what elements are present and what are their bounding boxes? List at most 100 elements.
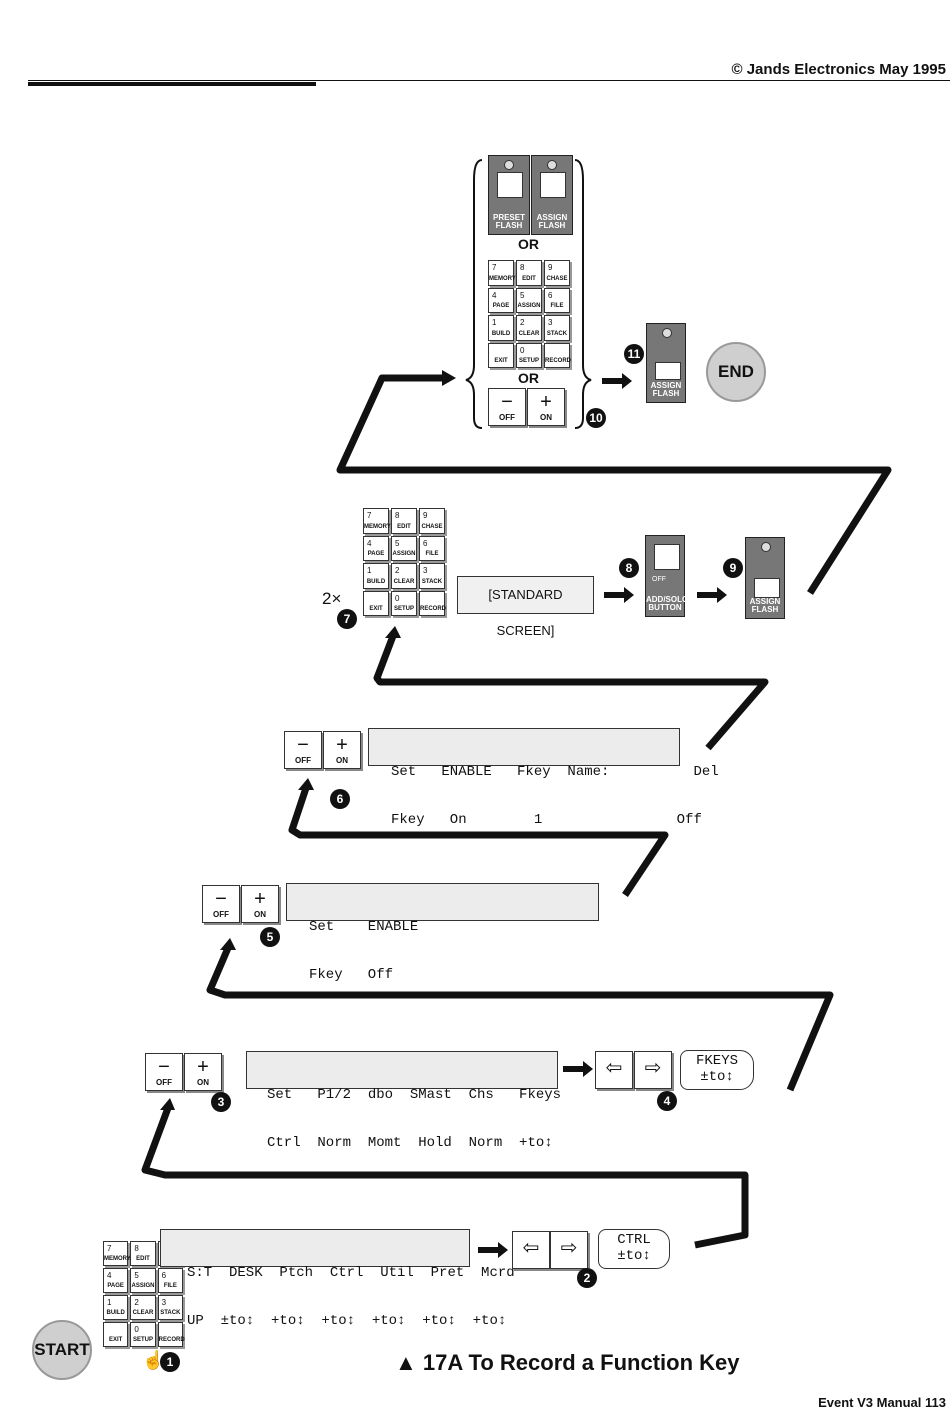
- key-label: EXIT: [108, 1337, 123, 1343]
- keypad-key-record[interactable]: RECORD: [544, 342, 571, 368]
- key-number: 1: [367, 566, 372, 575]
- keypad-key-exit[interactable]: EXIT: [103, 1322, 129, 1347]
- step-badge-4: 4: [657, 1091, 677, 1111]
- key-label: FILE: [163, 1283, 177, 1289]
- key-label: SETUP: [132, 1337, 153, 1343]
- lcd-line: Fkey On 1 Off: [391, 812, 702, 828]
- key-label: ASSIGN: [517, 303, 541, 309]
- off-button[interactable]: − OFF: [284, 731, 322, 769]
- off-label: OFF: [156, 1078, 172, 1087]
- key-number: 3: [423, 566, 428, 575]
- key-number: 8: [395, 511, 400, 520]
- key-number: 7: [107, 1244, 112, 1253]
- key-number: 9: [423, 511, 428, 520]
- step-badge-1: 1: [160, 1352, 180, 1372]
- key-label: CLEAR: [518, 330, 540, 337]
- key-number: 4: [367, 538, 372, 548]
- on-button[interactable]: + ON: [184, 1053, 222, 1091]
- key-number: 0: [520, 345, 525, 355]
- key-label: EXIT: [369, 606, 383, 612]
- key-label: EDIT: [397, 523, 411, 530]
- lcd-line: Set ENABLE: [309, 919, 419, 935]
- key-label: CLEAR: [132, 1310, 154, 1316]
- assign-flash-button[interactable]: ASSIGN FLASH: [531, 155, 573, 235]
- assign-flash-label: ASSIGN FLASH: [749, 597, 781, 614]
- on-label: ON: [197, 1078, 209, 1087]
- key-number: 8: [134, 1244, 139, 1253]
- on-button[interactable]: + ON: [241, 885, 279, 923]
- or-label: OR: [518, 236, 539, 252]
- flow-arrows: [478, 373, 727, 1258]
- preset-flash-button[interactable]: PRESET FLASH: [488, 155, 530, 235]
- figure-caption: ▲ 17A To Record a Function Key: [395, 1350, 740, 1375]
- minus-symbol: −: [215, 888, 227, 910]
- plus-symbol: +: [197, 1056, 209, 1078]
- key-label: BUILD: [491, 330, 511, 337]
- key-number: 9: [548, 263, 553, 272]
- flash-window: [754, 578, 780, 598]
- led-icon: [504, 160, 514, 170]
- lcd-line: Ctrl Norm Momt Hold Norm +to↕: [267, 1135, 553, 1151]
- lcd-line: UP ±to↕ +to↕ +to↕ +to↕ +to↕ +to↕: [187, 1313, 507, 1329]
- key-label: ASSIGN: [392, 551, 416, 557]
- on-button[interactable]: + ON: [323, 731, 361, 769]
- key-label: BUILD: [106, 1310, 125, 1316]
- right-arrow-button[interactable]: ⇨: [634, 1051, 672, 1089]
- step-badge-3: 3: [211, 1092, 231, 1112]
- key-label: STACK: [160, 1310, 181, 1316]
- off-button[interactable]: − OFF: [488, 388, 526, 426]
- key-label: PAGE: [367, 551, 385, 557]
- right-arrow-button[interactable]: ⇨: [550, 1231, 588, 1269]
- keypad-key-exit[interactable]: EXIT: [363, 590, 389, 616]
- step-badge-6: 6: [330, 789, 350, 809]
- assign-flash-button[interactable]: ASSIGN FLASH: [745, 537, 785, 619]
- add-solo-button[interactable]: OFF ADD/SOLO BUTTON: [645, 535, 688, 617]
- page-footer: Event V3 Manual 113: [818, 1395, 946, 1410]
- left-arrow-button[interactable]: ⇦: [595, 1051, 633, 1089]
- step-badge-7: 7: [337, 609, 357, 629]
- left-arrow-button[interactable]: ⇦: [512, 1231, 550, 1269]
- keypad-key-exit[interactable]: EXIT: [488, 342, 514, 368]
- keypad-key-record[interactable]: RECORD: [419, 590, 446, 616]
- key-label: CLEAR: [393, 578, 415, 585]
- off-button[interactable]: − OFF: [145, 1053, 183, 1091]
- keypad-key-record[interactable]: RECORD: [157, 1322, 185, 1347]
- assign-flash-label: ASSIGN FLASH: [650, 381, 682, 398]
- assign-flash-button[interactable]: ASSIGN FLASH: [646, 323, 686, 403]
- header-rule: [28, 80, 950, 81]
- off-button[interactable]: − OFF: [202, 885, 240, 923]
- assign-flash-label: ASSIGN FLASH: [536, 213, 568, 230]
- on-button[interactable]: + ON: [527, 388, 565, 426]
- standard-screen-box: [STANDARD SCREEN]: [457, 576, 594, 638]
